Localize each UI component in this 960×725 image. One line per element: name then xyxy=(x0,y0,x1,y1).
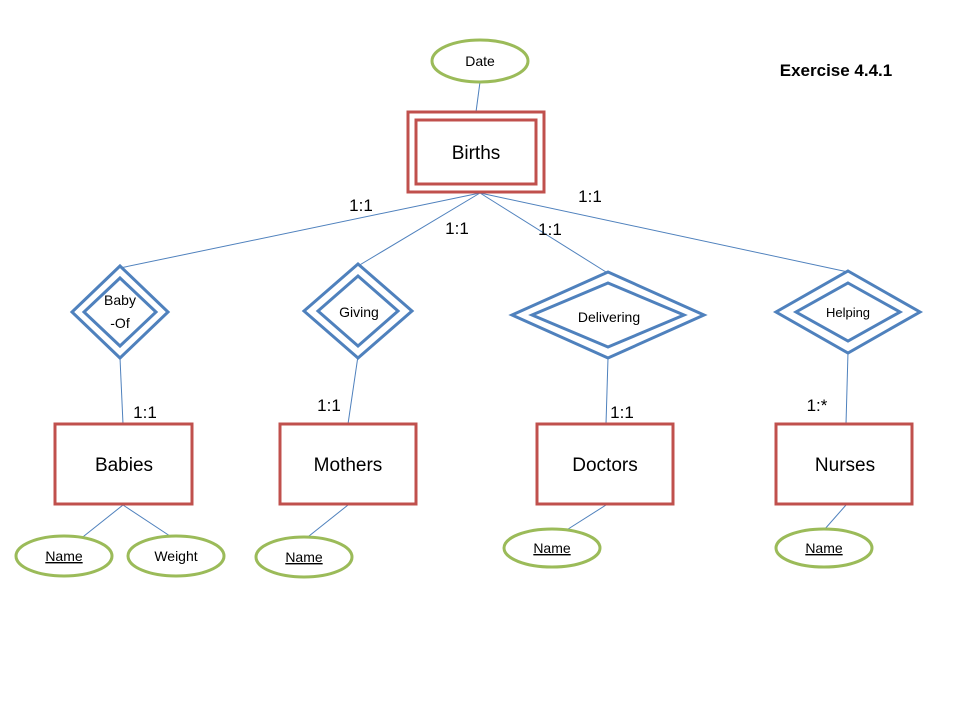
attribute-mothers-name-label: Name xyxy=(285,549,323,565)
line-births-giving xyxy=(357,192,481,267)
attribute-date-label: Date xyxy=(465,53,495,69)
relationship-giving: Giving xyxy=(301,262,415,360)
relationship-giving-outer xyxy=(301,262,415,360)
attribute-babies-name-label: Name xyxy=(45,548,83,564)
entity-births-label: Births xyxy=(452,143,501,164)
relationship-helping-inner xyxy=(792,281,904,343)
line-date-births xyxy=(475,81,481,113)
line-births-baby-of xyxy=(119,192,481,269)
line-births-delivering xyxy=(479,192,607,273)
entity-births-inner-border xyxy=(414,118,538,186)
cardinality-delivering-doctors: 1:1 xyxy=(610,403,634,422)
relationship-giving-label: Giving xyxy=(339,304,379,320)
line-helping-nurses xyxy=(845,351,849,425)
entity-nurses: Nurses xyxy=(774,422,914,506)
entity-births-outer-border xyxy=(406,110,546,194)
attribute-nurses-name-ellipse xyxy=(774,527,874,569)
entity-nurses-label: Nurses xyxy=(815,455,875,476)
attribute-doctors-name-ellipse xyxy=(502,527,602,569)
attribute-mothers-name: Name xyxy=(254,535,354,579)
attribute-babies-name: Name xyxy=(14,534,114,578)
relationship-baby-of-label-line2: -Of xyxy=(110,315,130,331)
line-babies-weight xyxy=(122,504,177,541)
relationship-delivering-outer xyxy=(508,270,708,360)
relationship-baby-of-inner xyxy=(81,275,159,349)
attribute-babies-weight: Weight xyxy=(126,534,226,578)
relationship-helping: Helping xyxy=(772,269,924,355)
line-delivering-doctors xyxy=(605,357,609,425)
entity-mothers-label: Mothers xyxy=(314,455,383,476)
relationship-delivering: Delivering xyxy=(508,270,708,360)
line-nurses-name xyxy=(823,504,847,531)
attribute-mothers-name-ellipse xyxy=(254,535,354,579)
relationship-helping-outer xyxy=(772,269,924,355)
entity-babies-box xyxy=(53,422,194,506)
line-births-helping xyxy=(479,192,849,273)
attribute-nurses-name-label: Name xyxy=(805,540,843,556)
line-giving-mothers xyxy=(347,355,359,425)
entity-births: Births xyxy=(406,110,546,194)
relationship-delivering-inner xyxy=(528,281,688,349)
relationship-baby-of-outer xyxy=(69,263,171,361)
entity-doctors: Doctors xyxy=(535,422,675,506)
entity-nurses-box xyxy=(774,422,914,506)
relationship-giving-inner xyxy=(315,274,401,348)
connector-lines xyxy=(78,81,849,541)
entity-mothers-box xyxy=(278,422,418,506)
cardinality-births-delivering: 1:1 xyxy=(538,220,562,239)
attribute-babies-weight-ellipse xyxy=(126,534,226,578)
entity-babies-label: Babies xyxy=(95,455,153,476)
exercise-title: Exercise 4.4.1 xyxy=(780,61,892,80)
entity-doctors-label: Doctors xyxy=(572,455,637,476)
cardinality-births-helping: 1:1 xyxy=(578,187,602,206)
attribute-doctors-name-label: Name xyxy=(533,540,571,556)
entity-doctors-box xyxy=(535,422,675,506)
attribute-date-ellipse xyxy=(430,38,530,84)
relationship-baby-of-label-line1: Baby xyxy=(104,292,136,308)
cardinality-births-giving: 1:1 xyxy=(445,219,469,238)
line-baby-of-babies xyxy=(119,357,124,425)
attribute-nurses-name: Name xyxy=(774,527,874,569)
attribute-doctors-name: Name xyxy=(502,527,602,569)
cardinality-helping-nurses: 1:* xyxy=(807,396,828,415)
attribute-date: Date xyxy=(430,38,530,84)
attribute-babies-name-ellipse xyxy=(14,534,114,578)
line-doctors-name xyxy=(564,504,607,532)
cardinality-giving-mothers: 1:1 xyxy=(317,396,341,415)
line-babies-name xyxy=(78,504,124,541)
cardinality-births-baby-of: 1:1 xyxy=(349,196,373,215)
attribute-babies-weight-label: Weight xyxy=(154,548,197,564)
cardinality-baby-of-babies: 1:1 xyxy=(133,403,157,422)
line-mothers-name xyxy=(303,504,349,541)
entity-mothers: Mothers xyxy=(278,422,418,506)
entity-babies: Babies xyxy=(53,422,194,506)
relationship-helping-label: Helping xyxy=(826,305,870,320)
relationship-baby-of: Baby -Of xyxy=(69,263,171,361)
relationship-delivering-label: Delivering xyxy=(578,309,640,325)
